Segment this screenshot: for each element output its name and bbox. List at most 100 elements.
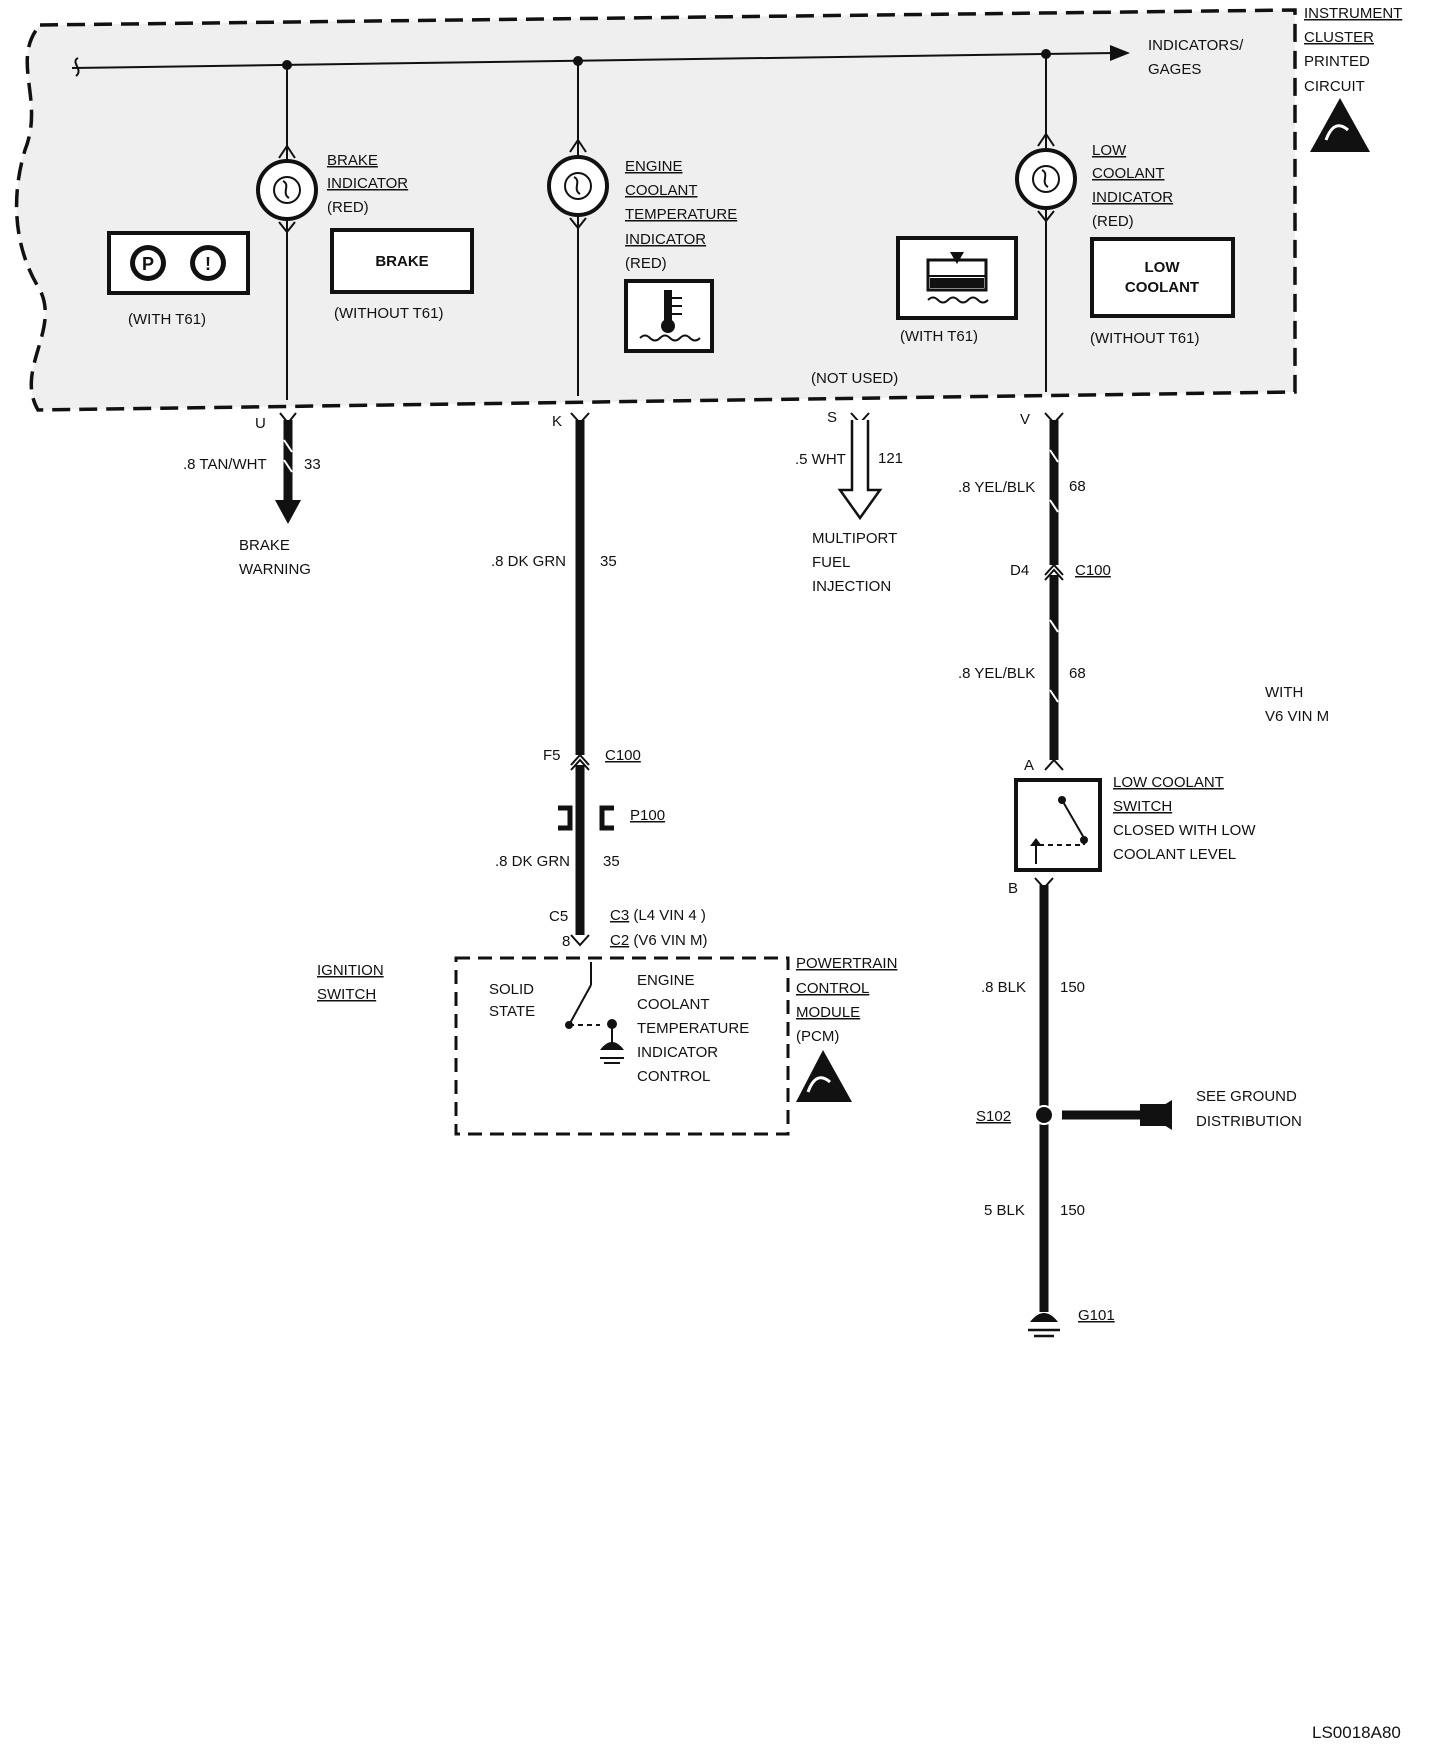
solid-state-2: STATE [489, 1003, 535, 1020]
low-coolant-switch-box [1014, 778, 1102, 872]
see-ground-1: SEE GROUND [1196, 1088, 1297, 1105]
low-coolant-box-line-1: LOW [1145, 259, 1181, 276]
esd-warning-icon [1310, 98, 1370, 152]
mfi-wire-label: .5 WHT [795, 451, 846, 468]
ignition-switch-1: IGNITION [317, 962, 384, 979]
brake-bulb-icon [256, 144, 318, 234]
brake-warning-2: WARNING [239, 561, 311, 578]
terminal-u: U [255, 415, 266, 432]
switch-name-2: SWITCH [1113, 798, 1172, 815]
power-bus [71, 52, 1116, 69]
mfi-dest-2: FUEL [812, 554, 850, 571]
coolant-wire2-circuit: 35 [603, 853, 620, 870]
brake-wire-circuit: 33 [304, 456, 321, 473]
low-coolant-bulb-icon [1015, 132, 1077, 223]
low-coolant-wire1-circuit: 68 [1069, 478, 1086, 495]
solid-state-1: SOLID [489, 981, 534, 998]
pcm-control-5: CONTROL [637, 1068, 710, 1085]
ground-g101-icon [1028, 1313, 1060, 1338]
mfi-dest-1: MULTIPORT [812, 530, 897, 547]
wire4-circuit: 150 [1060, 1202, 1085, 1219]
brake-indicator-color: (RED) [327, 199, 369, 216]
ignition-switch-2: SWITCH [317, 986, 376, 1003]
with-v6-2: V6 VIN M [1265, 708, 1329, 725]
coolant-temp-symbol-icon [624, 279, 714, 353]
cluster-title-2: CLUSTER [1304, 29, 1374, 46]
coolant-temp-label-4: INDICATOR [625, 231, 706, 248]
brake-indicator-label-2: INDICATOR [327, 175, 408, 192]
splice-s102 [1034, 1105, 1054, 1125]
coolant-temp-bulb-icon [547, 138, 609, 230]
brake-text-box [330, 228, 474, 294]
pcm-pin-c5: C5 [549, 908, 568, 925]
low-coolant-with-t61: (WITH T61) [900, 328, 978, 345]
low-coolant-wire2-circuit: 68 [1069, 665, 1086, 682]
c100-name-low-coolant: C100 [1075, 562, 1111, 579]
pcm-esd-warning-icon [796, 1050, 852, 1102]
coolant-temp-color: (RED) [625, 255, 667, 272]
switch-desc-2: COOLANT LEVEL [1113, 846, 1236, 863]
low-coolant-label-1: LOW [1092, 142, 1127, 159]
brake-without-t61: (WITHOUT T61) [334, 305, 443, 322]
terminal-k: K [552, 413, 562, 430]
brake-exclamation-icon: ! [205, 254, 211, 274]
not-used-label: (NOT USED) [811, 370, 898, 387]
low-coolant-symbol-icon [896, 236, 1018, 320]
indicators-gages-2: GAGES [1148, 61, 1201, 78]
brake-warning-1: BRAKE [239, 537, 290, 554]
pcm-name-2: CONTROL [796, 980, 869, 997]
pcm-control-2: COOLANT [637, 996, 710, 1013]
mfi-wire-circuit: 121 [878, 450, 903, 467]
pcm-switch-blade [568, 984, 592, 1026]
coolant-temp-label-3: TEMPERATURE [625, 206, 737, 223]
low-coolant-label-3: INDICATOR [1092, 189, 1173, 206]
pcm-name-1: POWERTRAIN [796, 955, 897, 972]
ground-name: G101 [1078, 1307, 1115, 1324]
with-v6-1: WITH [1265, 684, 1303, 701]
brake-p-icon: P [142, 254, 154, 274]
pcm-control-4: INDICATOR [637, 1044, 718, 1061]
switch-pin-b: B [1008, 880, 1018, 897]
brake-indicator-label-1: BRAKE [327, 152, 378, 169]
splice-name: S102 [976, 1108, 1011, 1125]
c100-pin-f5: F5 [543, 747, 561, 764]
switch-desc-1: CLOSED WITH LOW [1113, 822, 1256, 839]
indicators-gages-1: INDICATORS/ [1148, 37, 1244, 54]
bus-arrow [1110, 45, 1130, 61]
terminal-v: V [1020, 411, 1030, 428]
c100-name-coolant: C100 [605, 747, 641, 764]
pcm-control-1: ENGINE [637, 972, 695, 989]
fuse-symbol [74, 57, 80, 77]
pcm-ground-icon [600, 1042, 624, 1064]
low-coolant-wire2-label: .8 YEL/BLK [958, 665, 1035, 682]
mfi-wire-arrow [837, 420, 883, 521]
pcm-connector [570, 934, 590, 947]
coolant-temp-label-2: COOLANT [625, 182, 698, 199]
low-coolant-wire1-label: .8 YEL/BLK [958, 479, 1035, 496]
brake-box-label: BRAKE [375, 253, 428, 270]
brake-symbol-icon: P ! [107, 231, 250, 295]
low-coolant-text-box [1090, 237, 1235, 318]
printed-circuit-1: PRINTED [1304, 53, 1370, 70]
pcm-abbr: (PCM) [796, 1028, 839, 1045]
p100-connector [558, 805, 614, 831]
pcm-conn-c2: C2 (V6 VIN M) [610, 932, 708, 949]
pcm-control-3: TEMPERATURE [637, 1020, 749, 1037]
low-coolant-color: (RED) [1092, 213, 1134, 230]
c100-male [570, 758, 590, 771]
low-coolant-label-2: COOLANT [1092, 165, 1165, 182]
coolant-wire1-label: .8 DK GRN [491, 553, 566, 570]
brake-warning-arrow [275, 500, 301, 524]
wire3-label: .8 BLK [981, 979, 1026, 996]
switch-pin-a: A [1024, 757, 1034, 774]
diagram-id: LS0018A80 [1312, 1723, 1401, 1742]
c100-female [570, 753, 590, 766]
c100-pin-d4: D4 [1010, 562, 1029, 579]
coolant-wire1-circuit: 35 [600, 553, 617, 570]
pcm-conn-c3: C3 (L4 VIN 4 ) [610, 907, 706, 924]
pcm-name-3: MODULE [796, 1004, 860, 1021]
p100-name: P100 [630, 807, 665, 824]
pcm-pin-8: 8 [562, 933, 570, 950]
terminal-s: S [827, 409, 837, 426]
